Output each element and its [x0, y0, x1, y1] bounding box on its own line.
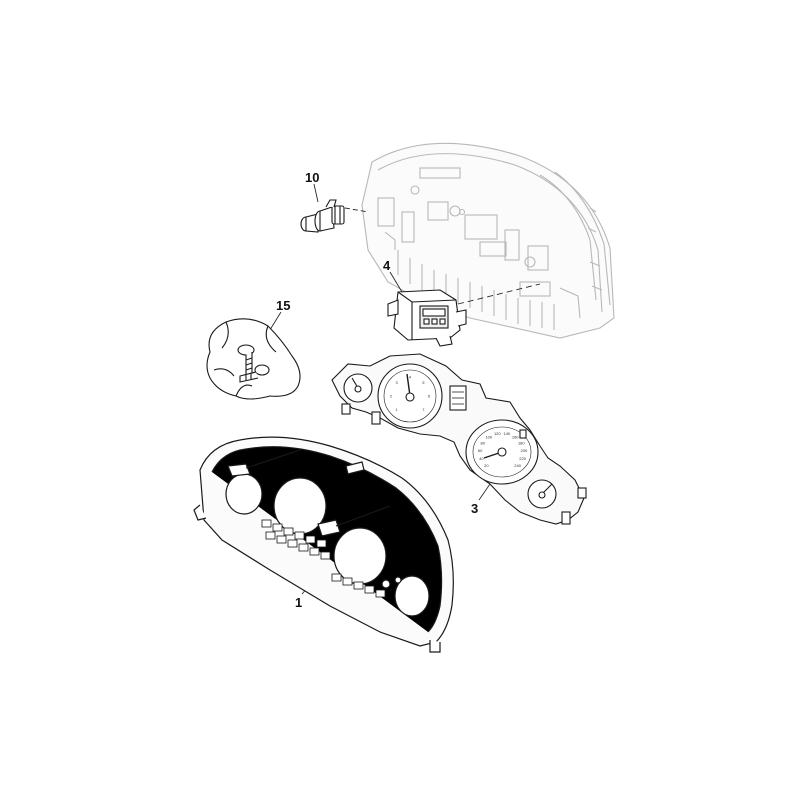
callout-1: 1: [295, 596, 302, 609]
instrument-housing-icon: [194, 437, 453, 652]
callout-10: 10: [305, 171, 319, 184]
bulb-holder-icon: [301, 200, 344, 232]
speedo-tick-label: 220: [519, 456, 526, 461]
callout-15: 15: [276, 299, 290, 312]
speedo-tick-label: 120: [494, 431, 501, 436]
display-module-icon: [388, 290, 466, 346]
speedo-tick-label: 160: [512, 434, 519, 439]
speedo-tick-label: 200: [521, 448, 528, 453]
screw-kit-bag-icon: [207, 319, 300, 399]
speedo-tick-label: 60: [478, 448, 483, 453]
callout-4: 4: [383, 259, 390, 272]
speedo-tick-label: 40: [479, 456, 484, 461]
speedo-tick-label: 180: [518, 440, 525, 445]
speedo-tick-label: 240: [514, 463, 521, 468]
callout-3: 3: [471, 502, 478, 515]
speedo-tick-label: 100: [485, 434, 492, 439]
speedo-tick-label: 80: [480, 440, 485, 445]
speedo-tick-label: 140: [503, 431, 510, 436]
speedo-tick-label: 20: [484, 463, 489, 468]
